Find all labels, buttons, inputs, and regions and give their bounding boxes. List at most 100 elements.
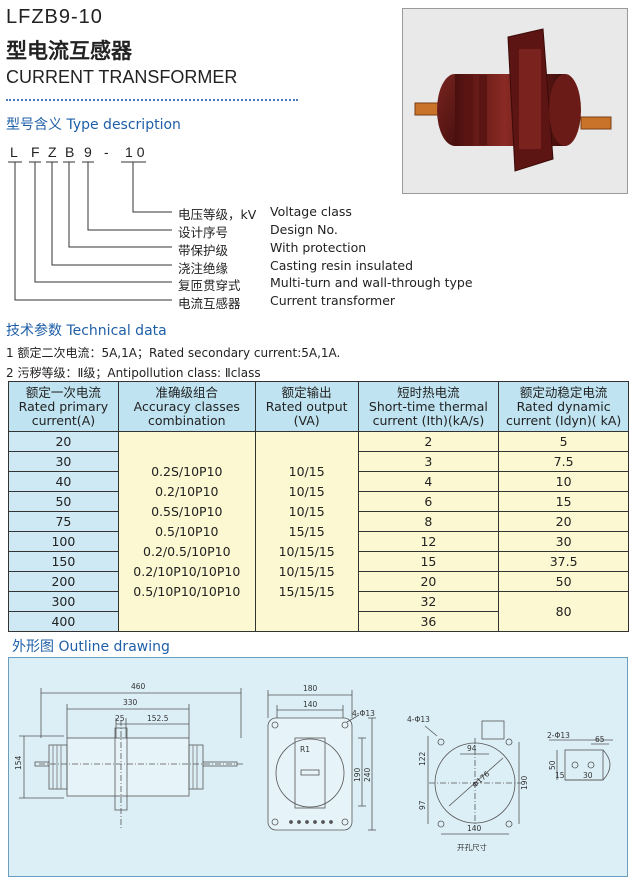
table-row: 100 12 30 (8, 531, 629, 552)
legend-row: 带保护级 With protection (178, 240, 498, 258)
technical-data-heading: 技术参数 Technical data (6, 323, 167, 339)
dim-330: 330 (123, 698, 138, 707)
table-row: 40 4 10 (8, 471, 629, 492)
outline-drawing-heading: 外形图 Outline drawing (12, 639, 170, 655)
letter-b: B (65, 144, 75, 160)
dim-140-mount: 140 (467, 824, 482, 833)
dim-122: 122 (418, 751, 427, 766)
legend-en: Voltage class (270, 204, 352, 219)
dim-180: 180 (303, 684, 318, 693)
dim-94: 94 (467, 744, 477, 753)
legend-row: 设计序号 Design No. (178, 222, 498, 240)
thermal-current-cell: 20 (357, 571, 500, 592)
type-description-heading: 型号含义 Type description (6, 117, 181, 133)
letter-z: Z (48, 144, 57, 160)
thermal-current-cell: 2 (357, 431, 500, 452)
letter-10: 10 (125, 144, 149, 160)
table-row: 150 15 37.5 (8, 551, 629, 572)
primary-current-cell: 400 (8, 611, 119, 632)
pollution-class-note: 2 污秽等级：Ⅱ级；Antipollution class: Ⅱclass (6, 366, 261, 380)
legend-en: With protection (270, 240, 367, 255)
legend-zh: 电压等级，kV (178, 207, 257, 222)
thermal-current-cell: 12 (357, 531, 500, 552)
letter-dash: - (104, 144, 109, 160)
primary-current-cell: 40 (8, 471, 119, 492)
primary-current-cell: 50 (8, 491, 119, 512)
legend-en: Current transformer (270, 293, 396, 308)
dynamic-current-cell: 5 (498, 431, 629, 452)
thermal-current-cell: 8 (357, 511, 500, 532)
legend-zh: 电流互感器 (178, 296, 241, 311)
dim-65: 65 (595, 735, 605, 744)
dim-152-5: 152.5 (147, 714, 169, 723)
dynamic-current-cell: 80 (498, 591, 629, 632)
dim-140: 140 (303, 700, 318, 709)
secondary-current-note: 1 额定二次电流：5A,1A；Rated secondary current:5… (6, 346, 341, 360)
dim-240: 240 (363, 767, 372, 782)
legend-en: Casting resin insulated (270, 258, 414, 273)
primary-current-cell: 75 (8, 511, 119, 532)
dim-97: 97 (418, 800, 427, 810)
table-row: 200 20 50 (8, 571, 629, 592)
thermal-current-cell: 6 (357, 491, 500, 512)
dynamic-current-cell: 20 (498, 511, 629, 532)
thermal-current-cell: 15 (357, 551, 500, 572)
transformer-image (414, 28, 612, 172)
product-photo (402, 8, 628, 194)
dynamic-current-cell: 7.5 (498, 451, 629, 472)
dim-25: 25 (115, 714, 125, 723)
legend-zh: 设计序号 (178, 225, 229, 240)
primary-current-cell: 200 (8, 571, 119, 592)
side-holes-label: 4-Φ13 (352, 709, 375, 718)
primary-current-cell: 100 (8, 531, 119, 552)
dim-154: 154 (14, 755, 23, 770)
table-row: 300 32 80 (8, 591, 629, 632)
dynamic-current-cell: 50 (498, 571, 629, 592)
thermal-current-cell: 32 (357, 591, 500, 612)
thermal-current-cell: 3 (357, 451, 500, 472)
dynamic-current-cell: 10 (498, 471, 629, 492)
primary-current-cell: 20 (8, 431, 119, 452)
primary-current-cell: 300 (8, 591, 119, 612)
legend-zh: 浇注绝缘 (178, 261, 229, 276)
product-name-zh: 型电流互感器 (6, 39, 132, 63)
model-title: LFZB9-10 (6, 6, 103, 28)
legend-row: 复匝贯穿式 Multi-turn and wall-through type (178, 275, 508, 293)
table-row: 75 8 20 (8, 511, 629, 532)
letter-l: L (10, 144, 18, 160)
table-row: 30 3 7.5 (8, 451, 629, 472)
dim-15: 15 (555, 771, 565, 780)
dim-176: Φ176 (470, 769, 491, 789)
dynamic-current-cell: 15 (498, 491, 629, 512)
letter-9: 9 (84, 144, 92, 160)
type-leader-lines (8, 161, 172, 301)
dim-190: 190 (353, 767, 362, 782)
mount-holes-label: 4-Φ13 (407, 715, 430, 724)
legend-zh: 带保护级 (178, 243, 229, 258)
terminal-holes-label: 2-Φ13 (547, 731, 570, 740)
legend-row: 电压等级，kV Voltage class (178, 204, 498, 222)
mounting-hole-caption: 开孔尺寸 (457, 842, 487, 852)
dim-30: 30 (583, 771, 593, 780)
thermal-current-cell: 4 (357, 471, 500, 492)
dim-190-mount: 190 (520, 775, 529, 790)
dynamic-current-cell: 37.5 (498, 551, 629, 572)
legend-row: 电流互感器 Current transformer (178, 293, 498, 311)
dim-50: 50 (548, 760, 557, 770)
product-name-en: CURRENT TRANSFORMER (6, 67, 238, 87)
thermal-current-cell: 36 (357, 611, 500, 632)
letter-f: F (31, 144, 40, 160)
legend-en: Multi-turn and wall-through type (270, 275, 473, 290)
table-row: 400 36 (8, 611, 629, 632)
legend-en: Design No. (270, 222, 338, 237)
table-row: 50 6 15 (8, 491, 629, 512)
